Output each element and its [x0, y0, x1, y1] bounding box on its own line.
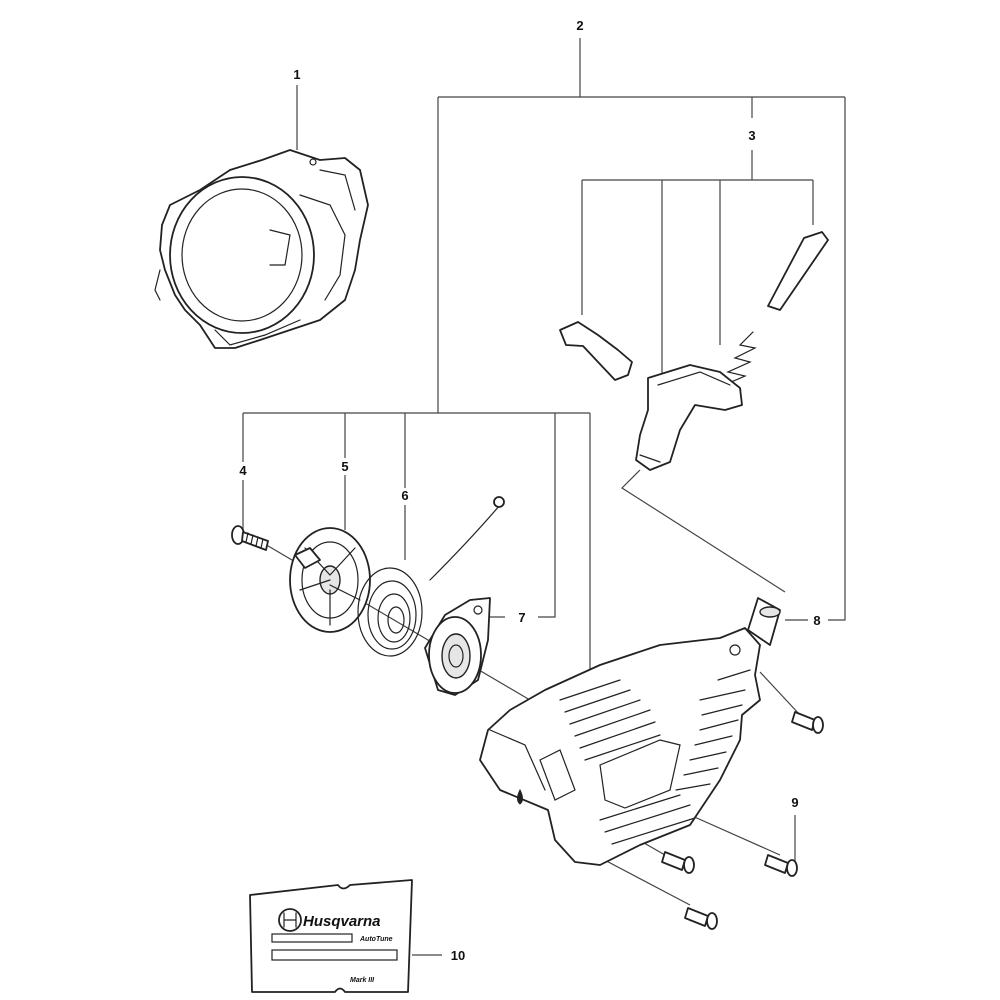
callout-7: 7 — [518, 610, 525, 625]
husqvarna-logo — [278, 908, 302, 932]
callout-1: 1 — [293, 67, 300, 82]
callout-6: 6 — [401, 488, 408, 503]
starter-housing-part — [479, 627, 761, 866]
decal-part: Husqvarna AutoTune Mark III — [249, 879, 413, 993]
rope-guide-part — [747, 597, 781, 646]
screw-4-part — [231, 525, 269, 551]
spring-cassette-part — [424, 597, 491, 696]
callout-8: 8 — [813, 613, 820, 628]
screw-9d — [684, 907, 718, 930]
callout-4: 4 — [239, 463, 247, 478]
recoil-spring-part — [357, 496, 505, 657]
screw-9b — [764, 854, 798, 877]
callout-2: 2 — [576, 18, 583, 33]
fan-housing-part — [154, 149, 369, 349]
screw-9-part — [661, 711, 824, 930]
decal-line2-text: Mark III — [350, 977, 375, 984]
decal-line1-text: AutoTune — [359, 936, 393, 943]
starter-handle-part — [559, 231, 829, 471]
callout-10: 10 — [451, 948, 465, 963]
starter-pulley-part — [289, 527, 371, 633]
callout-3: 3 — [748, 128, 755, 143]
screw-9c — [661, 851, 695, 874]
callout-labels: 1 2 3 4 5 6 7 8 9 10 — [239, 18, 820, 963]
callout-5: 5 — [341, 459, 348, 474]
decal-brand-text: Husqvarna — [303, 913, 381, 930]
callout-9: 9 — [791, 795, 798, 810]
screw-9a — [791, 711, 824, 734]
